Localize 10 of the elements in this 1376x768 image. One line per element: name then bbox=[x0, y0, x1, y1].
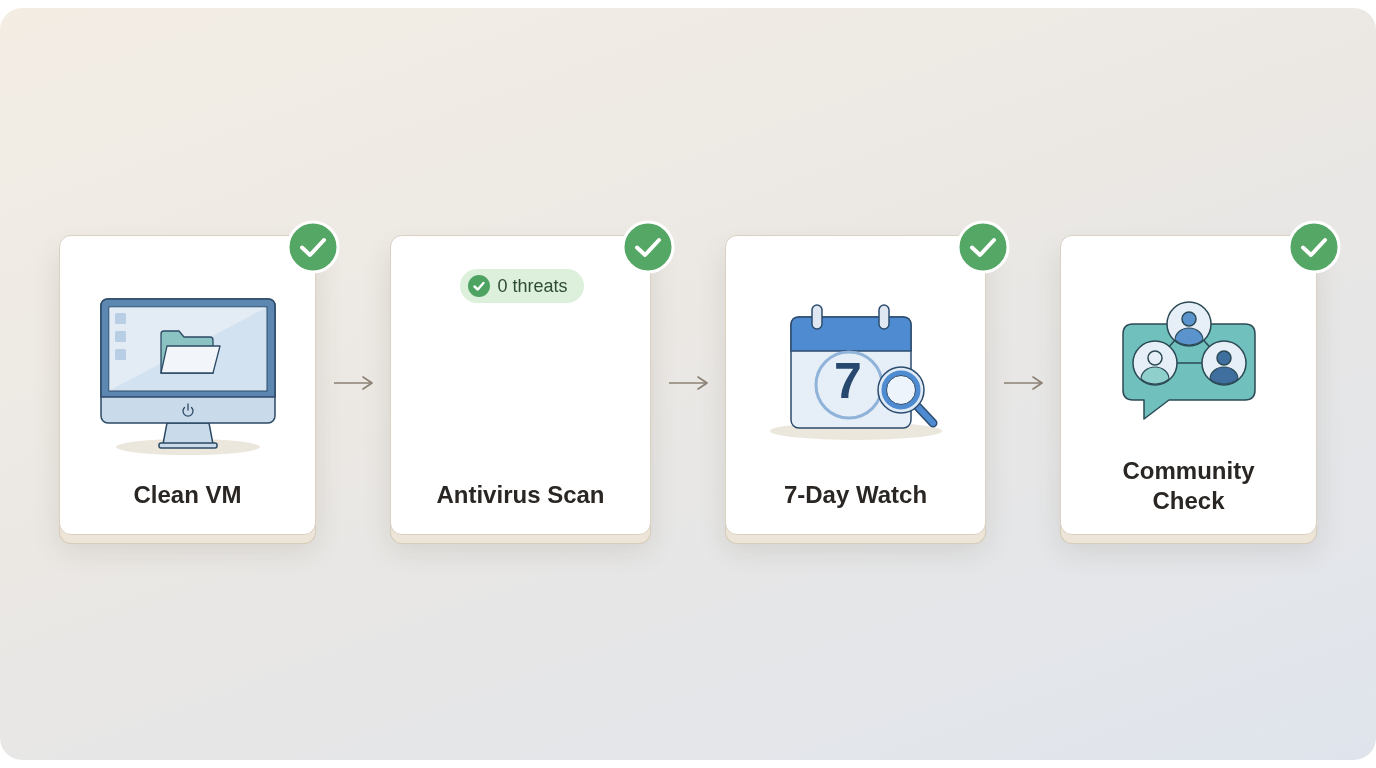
threat-count: 0 threats bbox=[497, 275, 568, 297]
step-title: Clean VM bbox=[132, 480, 243, 510]
arrow bbox=[333, 376, 373, 390]
step-title: 7-Day Watch bbox=[782, 480, 929, 510]
calendar-day-number: 7 bbox=[834, 356, 862, 406]
status-pill bbox=[459, 269, 584, 303]
step-title: Community Check bbox=[1121, 456, 1256, 516]
step-title: Antivirus Scan bbox=[435, 480, 606, 510]
arrow bbox=[668, 376, 708, 390]
arrow bbox=[1003, 376, 1043, 390]
